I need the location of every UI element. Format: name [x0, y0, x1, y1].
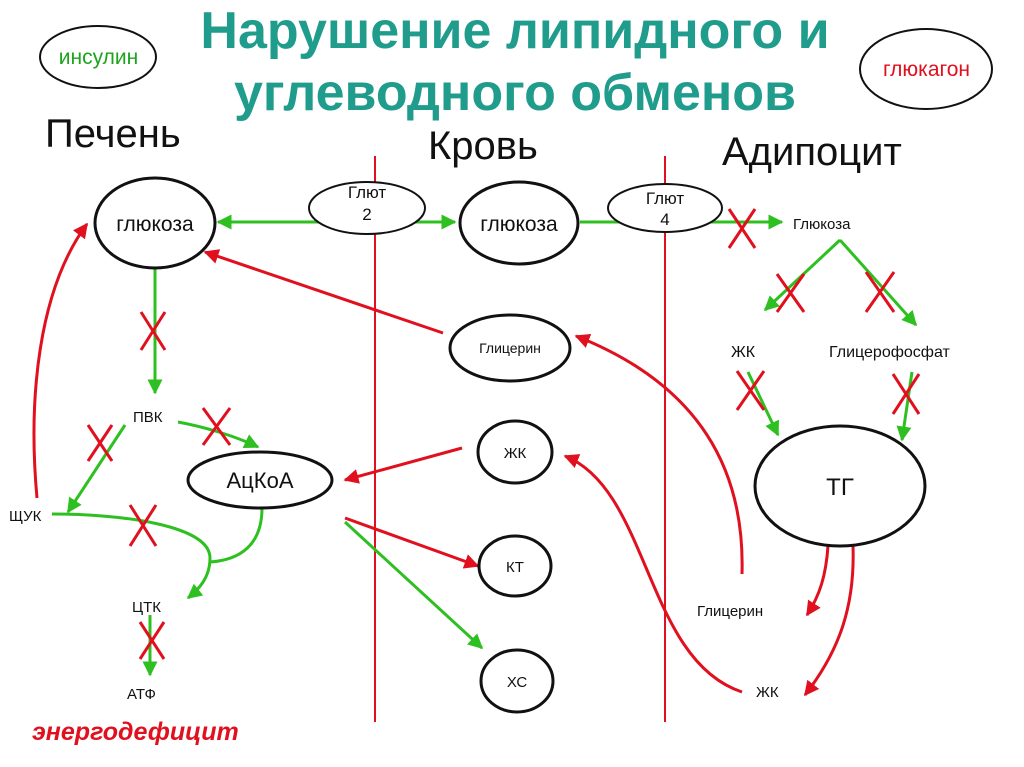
- arrow-fatty-acids-to-tg: [746, 371, 780, 437]
- glut2-transporter: [308, 181, 426, 235]
- ketone-bodies-node: [477, 534, 553, 598]
- insulin-label: инсулин: [58, 46, 139, 69]
- arrow-oxaloacetate-to-tca: [51, 512, 212, 600]
- title-line-2: углеводного обменов: [234, 64, 796, 122]
- arrow-blood-fatty-acids-to-acetyl-coa: [343, 446, 463, 484]
- insulin-ellipse: [39, 25, 157, 89]
- blood-fatty-acids-node: [476, 419, 554, 485]
- arrow-acetyl-coa-to-ketone-bodies: [344, 516, 480, 569]
- ketone-bodies-label: КТ: [506, 559, 524, 576]
- glycerophosphate-label: Глицерофосфат: [829, 344, 950, 361]
- arrow-oxaloacetate-to-liver-glucose: [32, 222, 89, 499]
- arrow-adipocyte-glucose-to-glycerophosphate: [838, 239, 918, 327]
- blocked-mark-glycerophosphate-to-tg: [891, 373, 921, 415]
- cholesterol-node: [479, 648, 555, 714]
- column-liver-heading: Печень: [45, 112, 181, 156]
- liver-glucose-label: глюкоза: [116, 213, 194, 236]
- adipocyte-fatty-acids-out-label: ЖК: [756, 684, 779, 701]
- oxaloacetate-label: ЩУК: [9, 508, 42, 525]
- glut4-label-line2: 4: [660, 210, 669, 229]
- glut4-label-line1: Глют: [646, 189, 685, 208]
- blocked-mark-tca-to-atp: [138, 621, 166, 660]
- adipocyte-glycerol-label: Глицерин: [697, 603, 763, 620]
- energy-deficit-label: энергодефицит: [32, 718, 239, 746]
- adipocyte-fatty-acids-label: ЖК: [731, 344, 756, 361]
- blood-glycerol-node: [448, 313, 572, 383]
- adipocyte-glucose-label: Глюкоза: [793, 216, 851, 233]
- blood-fatty-acids-label: ЖК: [504, 445, 527, 462]
- blood-glycerol-label: Глицерин: [479, 340, 541, 356]
- blocked-mark-glucose-to-glycerophosphate: [864, 271, 896, 313]
- tca-label: ЦТК: [132, 599, 161, 616]
- title-line-1: Нарушение липидного и: [200, 2, 830, 60]
- acetyl-coa-node: [186, 450, 334, 510]
- glut2-label-line1: Глют: [348, 183, 387, 202]
- page-title: Нарушение липидного и углеводного обмено…: [150, 0, 880, 124]
- arrow-glycerophosphate-to-tg: [896, 371, 914, 442]
- blocked-mark-glucose-to-fatty-acids: [775, 273, 806, 313]
- arrow-blood-glycerol-to-liver-glucose: [203, 249, 444, 335]
- arrow-adipocyte-fatty-acids-to-blood-fatty-acids: [563, 454, 743, 694]
- arrow-tg-to-fatty-acids: [803, 545, 855, 697]
- blocked-mark-glut4: [727, 208, 757, 249]
- red-arrows: [32, 222, 855, 697]
- tg-node: [753, 424, 927, 548]
- atp-label: АТФ: [127, 686, 156, 703]
- blood-glucose-label: глюкоза: [480, 213, 558, 236]
- tg-label: ТГ: [826, 474, 854, 501]
- acetyl-coa-label: АцКоА: [227, 468, 294, 493]
- glucagon-label: глюкагон: [882, 58, 970, 81]
- blood-glucose-node: [458, 180, 580, 266]
- glut4-transporter: [607, 183, 723, 233]
- liver-glucose-node: [93, 176, 217, 270]
- blocked-mark-pvk-to-oxaloacetate: [86, 424, 114, 462]
- column-adipocyte-heading: Адипоцит: [722, 130, 902, 174]
- arrow-acetyl-coa-to-tca: [209, 507, 264, 564]
- arrow-adipocyte-glycerol-to-blood-glycerol: [574, 333, 744, 575]
- cholesterol-label: ХС: [507, 674, 528, 691]
- arrow-pvk-to-oxaloacetate: [66, 424, 127, 514]
- blocked-mark-pvk-to-acetyl-coa: [201, 407, 232, 446]
- blocked-mark-fatty-acids-to-tg: [735, 370, 766, 411]
- blocked-marks: [86, 208, 921, 660]
- pvk-label: ПВК: [133, 409, 163, 426]
- arrow-acetyl-coa-to-cholesterol: [343, 520, 484, 650]
- glucagon-ellipse: [859, 28, 993, 110]
- blocked-mark-oxaloacetate-to-tca: [128, 504, 158, 547]
- arrow-tg-to-glycerol: [805, 545, 830, 617]
- column-blood-heading: Кровь: [428, 124, 538, 168]
- glut2-label-line2: 2: [362, 205, 371, 224]
- blocked-mark-glucose-to-pvk: [139, 311, 167, 351]
